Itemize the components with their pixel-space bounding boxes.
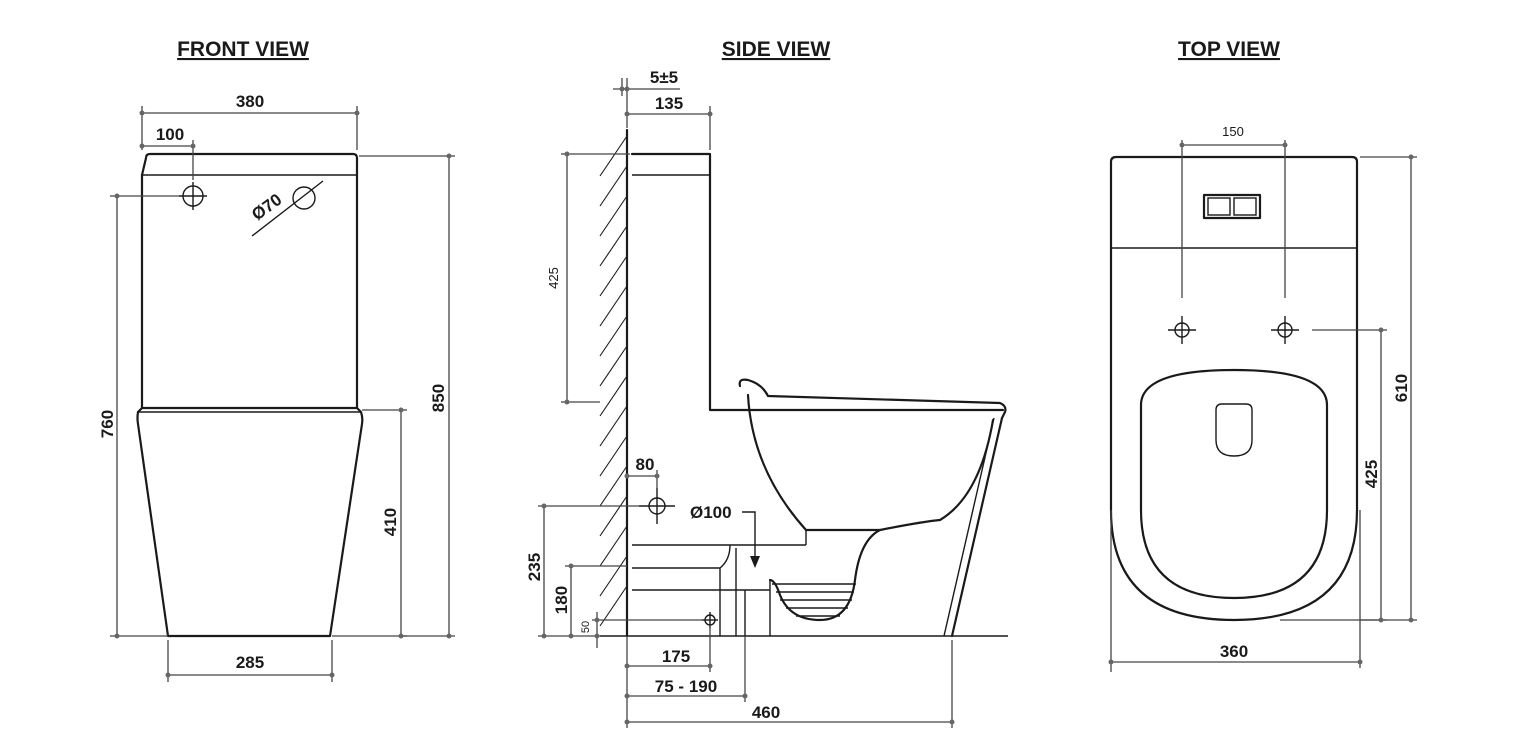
- side-dim-75-190: [624, 636, 748, 702]
- side-dim-235-label: 235: [525, 553, 544, 581]
- top-outline: [1109, 155, 1359, 622]
- front-dim-850: [359, 153, 455, 639]
- top-dim-150: [1179, 140, 1288, 298]
- side-dim-460: [624, 640, 955, 728]
- side-trapway: [768, 528, 882, 622]
- side-dim-50: [592, 612, 702, 648]
- side-dim-135-label: 135: [655, 94, 683, 113]
- top-view: TOP VIEW 150: [1108, 38, 1417, 672]
- front-dim-100-label: 100: [156, 125, 184, 144]
- side-dim-425-label: 425: [546, 267, 561, 289]
- side-dim-5-label: 5±5: [650, 68, 678, 87]
- top-seat: [1139, 368, 1329, 600]
- side-seat: [738, 378, 1007, 420]
- front-dim-380: [139, 106, 360, 150]
- side-trap-water: [772, 583, 856, 617]
- top-seat-handle: [1215, 403, 1253, 457]
- top-fixing-left: [1168, 316, 1196, 344]
- side-dim-460-label: 460: [752, 703, 780, 722]
- side-dim-175: [624, 625, 713, 728]
- top-view-title: TOP VIEW: [1178, 38, 1280, 61]
- front-dim-285: [165, 640, 335, 682]
- side-waste-crosshair: [639, 488, 675, 524]
- front-view-title: FRONT VIEW: [177, 38, 309, 61]
- side-bowl-interior: [746, 393, 995, 532]
- side-view-title: SIDE VIEW: [722, 38, 831, 61]
- side-dim-180-label: 180: [552, 586, 571, 614]
- side-dim-75-190-label: 75 - 190: [655, 677, 717, 696]
- side-dim-80: [624, 470, 660, 488]
- side-wall: [599, 128, 629, 638]
- side-dim-80-label: 80: [636, 455, 655, 474]
- top-dim-150-label: 150: [1222, 124, 1244, 139]
- front-pan: [136, 406, 364, 638]
- front-view: FRONT VIEW Ø70 380: [98, 38, 455, 682]
- side-bowl-front: [950, 416, 1004, 638]
- top-dim-425: [1280, 327, 1387, 623]
- side-outlet-pipes: [632, 530, 807, 636]
- top-dim-610-label: 610: [1392, 374, 1411, 402]
- front-outlet-circle: [251, 180, 324, 237]
- top-fixing-right: [1271, 316, 1299, 344]
- side-view: SIDE VIEW: [525, 38, 1008, 728]
- side-dim-425: [561, 151, 630, 405]
- top-dim-360: [1108, 510, 1363, 672]
- top-dim-425-label: 425: [1362, 460, 1381, 488]
- front-dim-760-label: 760: [98, 410, 117, 438]
- side-cistern: [630, 152, 1005, 412]
- side-dim-235: [538, 503, 639, 639]
- side-dim-175-label: 175: [662, 647, 690, 666]
- side-dim-50-label: 50: [580, 621, 592, 633]
- top-flush-button: [1202, 193, 1262, 220]
- top-dim-360-label: 360: [1220, 642, 1248, 661]
- front-dim-850-label: 850: [429, 384, 448, 412]
- front-dim-410-label: 410: [381, 508, 400, 536]
- front-dim-380-label: 380: [236, 92, 264, 111]
- front-outlet-dia-label: Ø70: [248, 190, 285, 224]
- front-dim-760: [110, 193, 179, 639]
- top-dim-610: [1360, 154, 1417, 623]
- side-dim-180: [565, 563, 627, 639]
- side-dim-135: [624, 106, 713, 150]
- front-inlet-crosshair: [179, 182, 207, 210]
- front-cistern: [140, 152, 359, 410]
- front-dim-100: [139, 140, 196, 180]
- front-dim-285-label: 285: [236, 653, 264, 672]
- side-dim-5: [613, 78, 680, 128]
- side-waste-leader-arrow: [742, 511, 760, 568]
- side-waste-dia-label: Ø100: [690, 503, 732, 522]
- front-dim-410: [332, 407, 407, 639]
